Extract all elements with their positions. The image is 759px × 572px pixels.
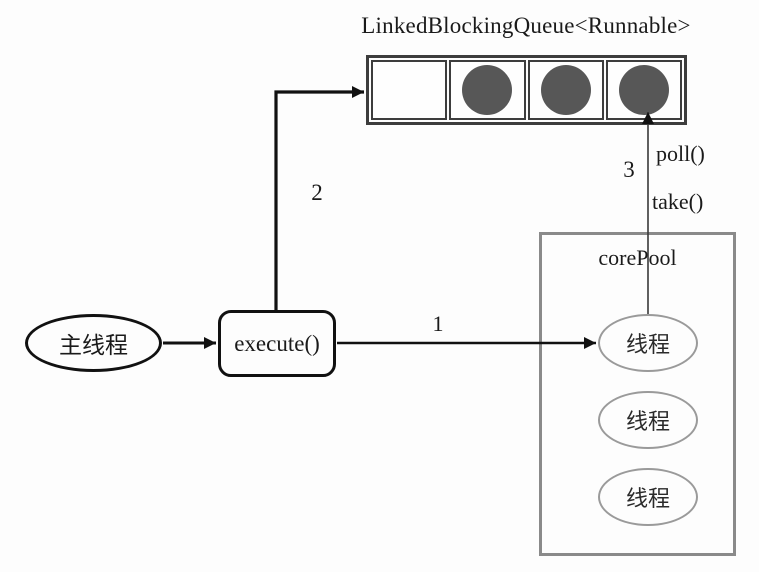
queue [366, 55, 687, 125]
task-dot [462, 65, 513, 115]
arrow-label-2: 2 [311, 180, 323, 205]
main-thread-ellipse: 主线程 [25, 314, 162, 372]
poll-label: poll() [656, 141, 705, 166]
thread-ellipse: 线程 [598, 314, 698, 372]
take-label: take() [652, 189, 704, 214]
queue-cell [527, 60, 604, 120]
core-pool-box [539, 232, 736, 556]
arrow-label-1: 1 [432, 311, 444, 336]
execute-box: execute() [218, 310, 336, 377]
main-thread-label: 主线程 [59, 333, 128, 358]
arrow-label-3: 3 [623, 157, 635, 182]
queue-cell [371, 60, 448, 120]
thread-ellipse: 线程 [598, 468, 698, 526]
queue-cell [605, 60, 682, 120]
task-dot [540, 65, 591, 115]
queue-cell [449, 60, 526, 120]
thread-ellipse: 线程 [598, 391, 698, 449]
core-pool-label: corePool [598, 245, 677, 270]
task-dot [618, 65, 669, 115]
queue-title: LinkedBlockingQueue<Runnable> [361, 13, 691, 38]
execute-label: execute() [234, 330, 320, 356]
